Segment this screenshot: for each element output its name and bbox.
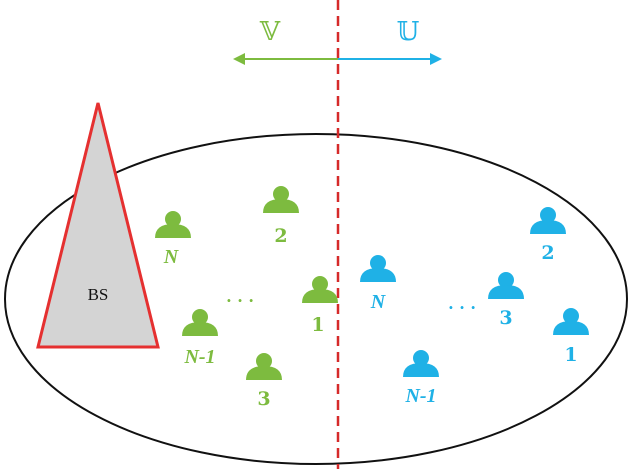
left-user-label: 1: [311, 314, 324, 336]
right-ellipsis: · · ·: [448, 298, 476, 317]
left-user-label: N: [163, 246, 180, 268]
right-user-label: N-1: [404, 385, 436, 407]
base-station-icon: [36, 102, 160, 349]
coverage-area: [4, 133, 628, 465]
left-user-label: N-1: [183, 346, 215, 368]
user-icon: [263, 186, 299, 213]
user-icon: [403, 350, 439, 377]
right-user-label: 2: [541, 242, 554, 264]
user-icon: [246, 353, 282, 380]
set-label-right: 𝕌: [397, 17, 420, 47]
user-icon: [360, 255, 396, 282]
user-icon: [530, 207, 566, 234]
left-user-label: 3: [257, 388, 270, 410]
base-station-label: BS: [88, 285, 109, 304]
user-icon: [302, 276, 338, 303]
user-icon: [488, 272, 524, 299]
set-label-left: 𝕍: [259, 17, 281, 47]
left-ellipsis: · · ·: [226, 291, 254, 310]
arrow-left-icon: [233, 53, 338, 65]
right-user-label: 1: [564, 344, 577, 366]
right-user-label: 3: [499, 307, 512, 329]
user-icon: [155, 211, 191, 238]
user-icon: [182, 309, 218, 336]
arrow-right-icon: [338, 53, 442, 65]
right-user-label: N: [370, 291, 387, 313]
left-user-label: 2: [274, 225, 287, 247]
user-icon: [553, 308, 589, 335]
